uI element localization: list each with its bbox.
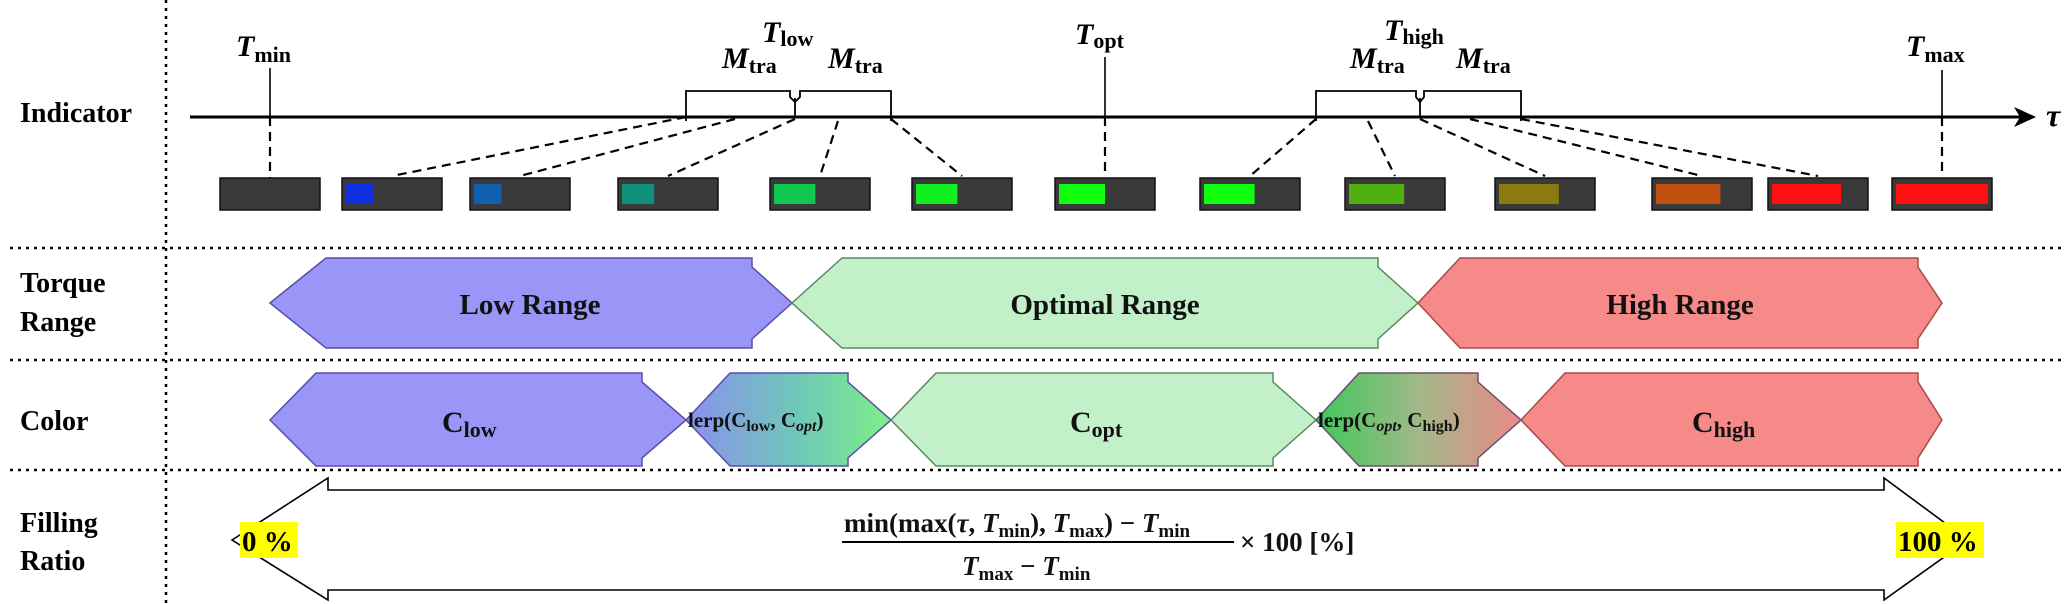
lerp-opt-high-label: lerp(Copt, Chigh) [1318, 408, 1460, 435]
color-row [268, 372, 1943, 467]
indicator-fill [774, 184, 816, 204]
c-high-arrow [1519, 372, 1943, 467]
indicator-fill [1656, 184, 1721, 204]
label-t-max: Tmax [1906, 30, 1965, 67]
indicator-fill [622, 184, 655, 204]
connector [1419, 117, 1546, 178]
torque-range-row [268, 257, 1943, 349]
indicator-fill [474, 184, 502, 204]
optimal-range-label: Optimal Range [1010, 289, 1199, 321]
connector [1520, 117, 1819, 178]
indicator-fill [1772, 184, 1841, 204]
torque-axis: τ [190, 97, 2062, 133]
transition-braces [685, 90, 1522, 121]
label-t-opt: Topt [1075, 18, 1125, 53]
indicator-fill [916, 184, 958, 204]
row-label-filling-ratio-2: Ratio [20, 546, 85, 577]
c-low-label: Clow [442, 406, 497, 442]
connector [818, 120, 840, 177]
row-label-torque-range-2: Range [20, 307, 96, 338]
hundred-percent-highlight [1896, 522, 1984, 558]
tau-label: τ [2046, 97, 2062, 133]
connector [1249, 118, 1317, 177]
label-m-tra-4: Mtra [1455, 42, 1511, 78]
hundred-percent-label: 100 % [1898, 526, 1978, 558]
connector [1469, 117, 1703, 178]
dashed-connectors [268, 115, 1944, 180]
connector [890, 118, 963, 177]
row-label-torque-range-1: Torque [20, 268, 106, 299]
zero-percent-label: 0 % [242, 526, 293, 558]
indicator-box [911, 177, 1013, 211]
zero-percent-highlight [240, 522, 298, 558]
indicator-fill [346, 184, 374, 204]
axis-symbols: Tmin Tlow Topt Thigh Tmax Mtra Mtra Mtra… [236, 14, 1965, 78]
label-t-min: Tmin [236, 30, 291, 67]
label-m-tra-2: Mtra [827, 42, 883, 78]
label-m-tra-1: Mtra [721, 42, 777, 78]
indicator-fill [1204, 184, 1255, 204]
indicator-boxes [219, 177, 1993, 211]
high-range-arrow [1416, 257, 1943, 349]
indicator-fill [1896, 184, 1988, 204]
indicator-fill [1059, 184, 1105, 204]
axis-ticks [269, 57, 1943, 117]
indicator-box [219, 177, 321, 211]
low-range-label: Low Range [460, 289, 601, 321]
connector [667, 117, 796, 178]
label-t-high: Thigh [1384, 14, 1444, 49]
indicator-fill [1499, 184, 1559, 204]
c-high-label: Chigh [1692, 406, 1755, 442]
row-label-filling-ratio-1: Filling [20, 508, 98, 539]
lerp-low-opt-label: lerp(Clow, Copt) [688, 408, 823, 435]
axis-arrowhead [2014, 107, 2036, 127]
label-t-low: Tlow [762, 16, 813, 51]
connector [519, 117, 736, 178]
indicator-box [469, 177, 571, 211]
formula-denominator: Tmax − Tmin [962, 551, 1091, 585]
row-label-color: Color [20, 406, 88, 437]
connector [1367, 120, 1396, 177]
formula-times-100: × 100 [%] [1240, 527, 1354, 557]
indicator-fill [1349, 184, 1405, 204]
c-opt-label: Copt [1070, 406, 1123, 442]
high-range-label: High Range [1606, 289, 1754, 321]
row-label-indicator: Indicator [20, 98, 132, 129]
row-separators [10, 0, 2062, 604]
connector [391, 115, 687, 178]
label-m-tra-3: Mtra [1349, 42, 1405, 78]
